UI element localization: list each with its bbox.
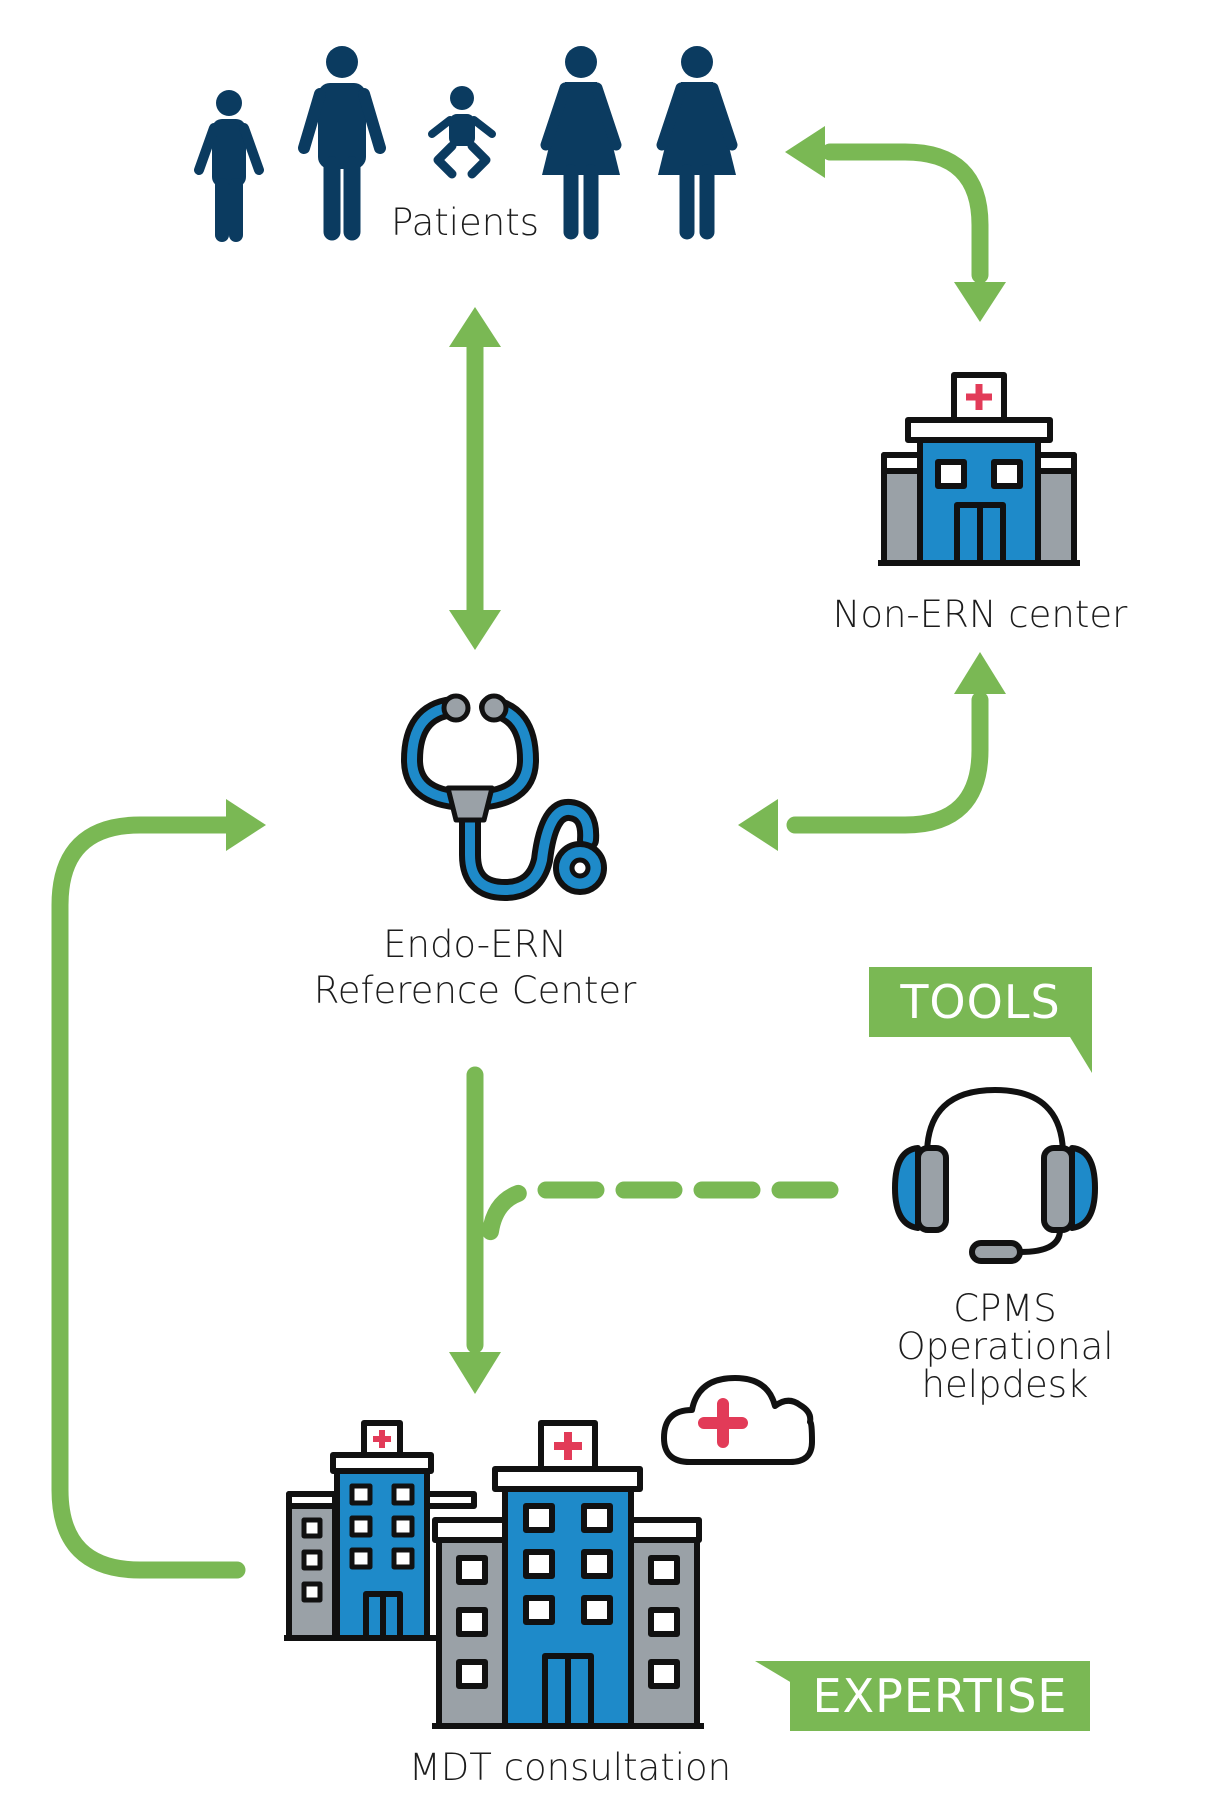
cpms-label: CPMS Operational helpdesk [880, 1290, 1130, 1404]
baby-figure-icon [428, 86, 496, 179]
headset-icon [892, 1087, 1098, 1264]
boy-figure-icon [194, 90, 264, 242]
reference-center-label-line1: Endo-ERN [383, 923, 567, 966]
mdt-consultation-label: MDT consultation [408, 1746, 732, 1789]
expertise-tag-label: EXPERTISE [812, 1669, 1068, 1723]
connectors [51, 143, 989, 1579]
dashed-cpms-link [481, 1181, 839, 1244]
reference-center-label-line2: Reference Center [313, 969, 637, 1012]
arrow-head-left-reference [738, 799, 778, 851]
arrow-head-up-patients [449, 307, 501, 347]
arrow-head-down-reference [449, 610, 501, 650]
expertise-tag [755, 1661, 1090, 1731]
patients-label: Patients [390, 201, 540, 244]
arrow-head-left-patients [785, 126, 825, 178]
arrow-head-up-nonern [954, 652, 1006, 694]
stethoscope-icon [401, 693, 607, 901]
arrow-mdt-reference-loop [51, 816, 246, 1579]
woman-figure-icon [656, 46, 738, 240]
reference-center-label: Endo-ERN Reference Center [300, 922, 650, 1014]
non-ern-label: Non-ERN center [832, 593, 1128, 636]
arrow-heads [226, 126, 1006, 1394]
arrow-head-down-nonern [954, 282, 1006, 322]
cpms-label-line1: CPMS [953, 1287, 1057, 1330]
arrow-patients-nonern [821, 143, 989, 284]
large-hospital-icon [432, 1420, 704, 1729]
arrow-reference-nonern [786, 691, 989, 834]
hospital-buildings-icon [284, 1420, 704, 1729]
tools-tag-label: TOOLS [900, 975, 1061, 1029]
hospital-icon [878, 372, 1080, 566]
man-figure-icon [298, 46, 386, 241]
tools-tag [869, 967, 1092, 1073]
patients-icon [194, 46, 738, 242]
cpms-label-line2: Operational [896, 1325, 1114, 1368]
woman-figure-icon [540, 46, 622, 240]
medical-cloud-icon [661, 1375, 815, 1465]
arrow-head-right-reference [226, 799, 266, 851]
cpms-label-line3: helpdesk [921, 1363, 1089, 1406]
small-hospital-icon [284, 1420, 477, 1641]
arrow-head-down-mdt [449, 1352, 501, 1394]
